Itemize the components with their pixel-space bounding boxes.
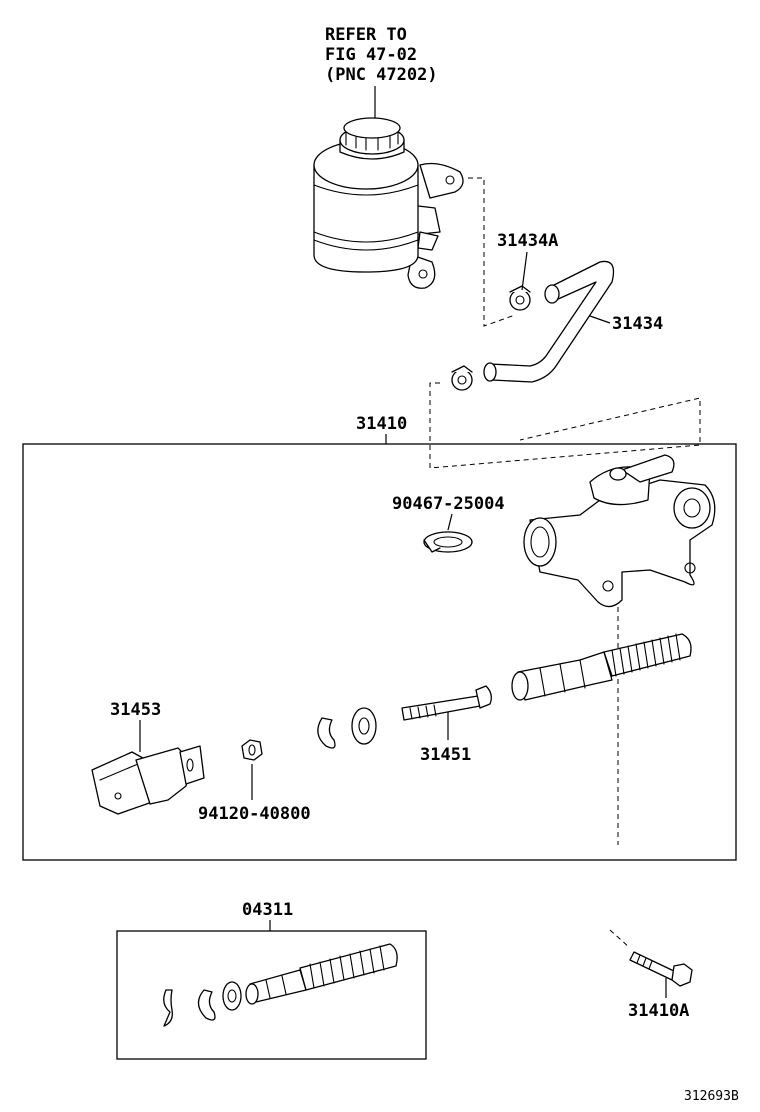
leader-31434a — [521, 251, 528, 291]
routing-lines — [429, 177, 701, 845]
leader-31434 — [589, 315, 611, 324]
part-label-31410a: 31410A — [628, 1001, 689, 1021]
washer-drawing — [351, 707, 377, 745]
reservoir-hose-drawing — [483, 260, 615, 383]
push-rod-drawing — [401, 685, 492, 721]
reservoir-drawing — [313, 117, 464, 289]
reference-note-line1: REFER TO — [325, 25, 407, 45]
repair-kit-group-box — [116, 930, 427, 1060]
clip-drawing — [423, 531, 473, 553]
clevis-drawing — [91, 745, 205, 815]
part-label-31434: 31434 — [612, 314, 663, 334]
part-label-31451: 31451 — [420, 745, 471, 765]
part-label-04311: 04311 — [242, 900, 293, 920]
part-label-94120-40800: 94120-40800 — [198, 804, 311, 824]
figure-code: 312693B — [684, 1089, 739, 1104]
reference-note-line2: FIG 47-02 — [325, 45, 417, 65]
part-label-31453: 31453 — [110, 700, 161, 720]
repair-kit-drawing — [163, 943, 398, 1027]
nut-drawing — [241, 739, 263, 761]
bolt-drawing — [609, 929, 693, 987]
part-label-31434a: 31434A — [497, 231, 558, 251]
piston-spring-drawing — [511, 633, 692, 701]
snap-ring-drawing — [317, 717, 336, 749]
part-label-31410: 31410 — [356, 414, 407, 434]
master-cylinder-body-drawing — [523, 454, 716, 608]
reference-note-line3: (PNC 47202) — [325, 65, 438, 85]
part-label-90467-25004: 90467-25004 — [392, 494, 505, 514]
hose-clamp-upper-drawing — [509, 285, 531, 311]
hose-clamp-lower-drawing — [451, 365, 473, 391]
master-cylinder-group-box — [22, 443, 737, 861]
reference-note: REFER TO FIG 47-02 (PNC 47202) — [325, 25, 438, 128]
leader-90467-25004 — [447, 513, 453, 531]
